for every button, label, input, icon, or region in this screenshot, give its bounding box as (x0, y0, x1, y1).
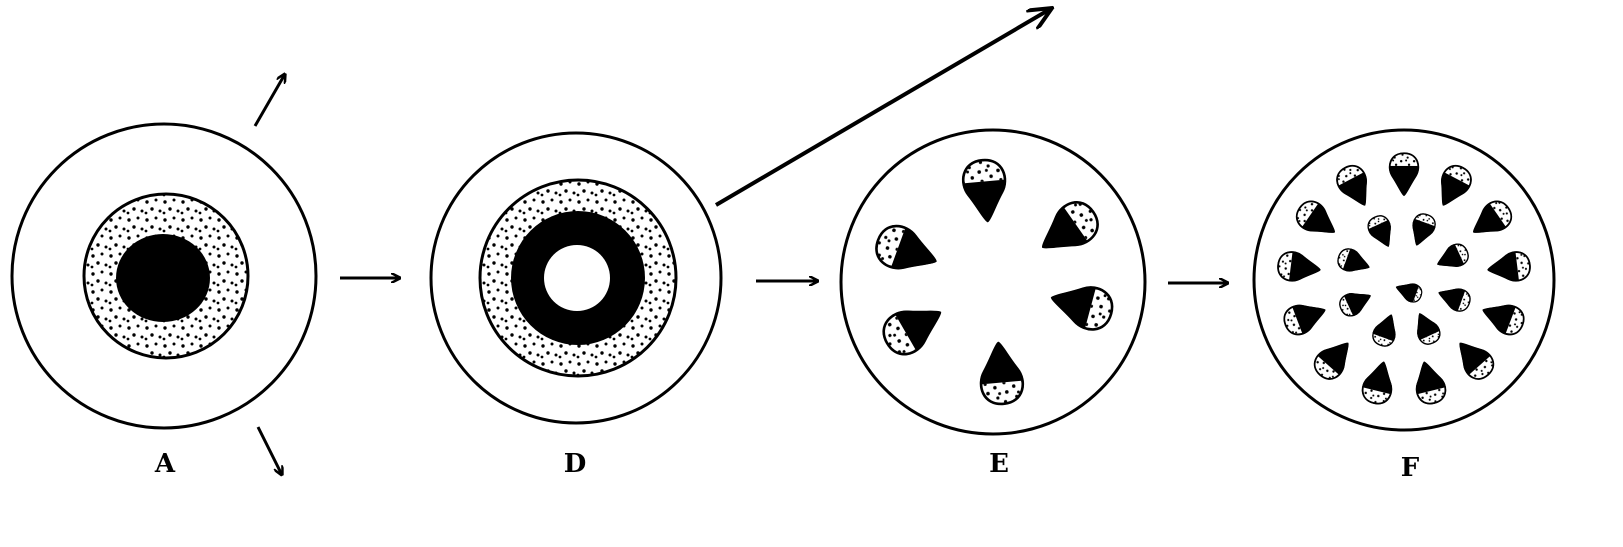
label-f: F (1401, 453, 1420, 483)
stage-d-hollow-center (544, 245, 610, 311)
label-e: E (989, 449, 1009, 479)
stage-f-inner-cell-3 (1438, 287, 1473, 314)
arrow-d-long (714, 8, 1052, 207)
stage-f-outer-cell-1 (1388, 152, 1420, 197)
arrow-a-down (256, 426, 282, 475)
stage-a (10, 122, 318, 430)
stage-e (839, 128, 1147, 436)
label-d: D (564, 449, 587, 479)
label-a: A (154, 449, 176, 479)
arrow-a-up (253, 74, 285, 127)
stage-f (1252, 128, 1556, 432)
stage-d (429, 131, 723, 425)
stage-a-solid-core (116, 234, 210, 322)
